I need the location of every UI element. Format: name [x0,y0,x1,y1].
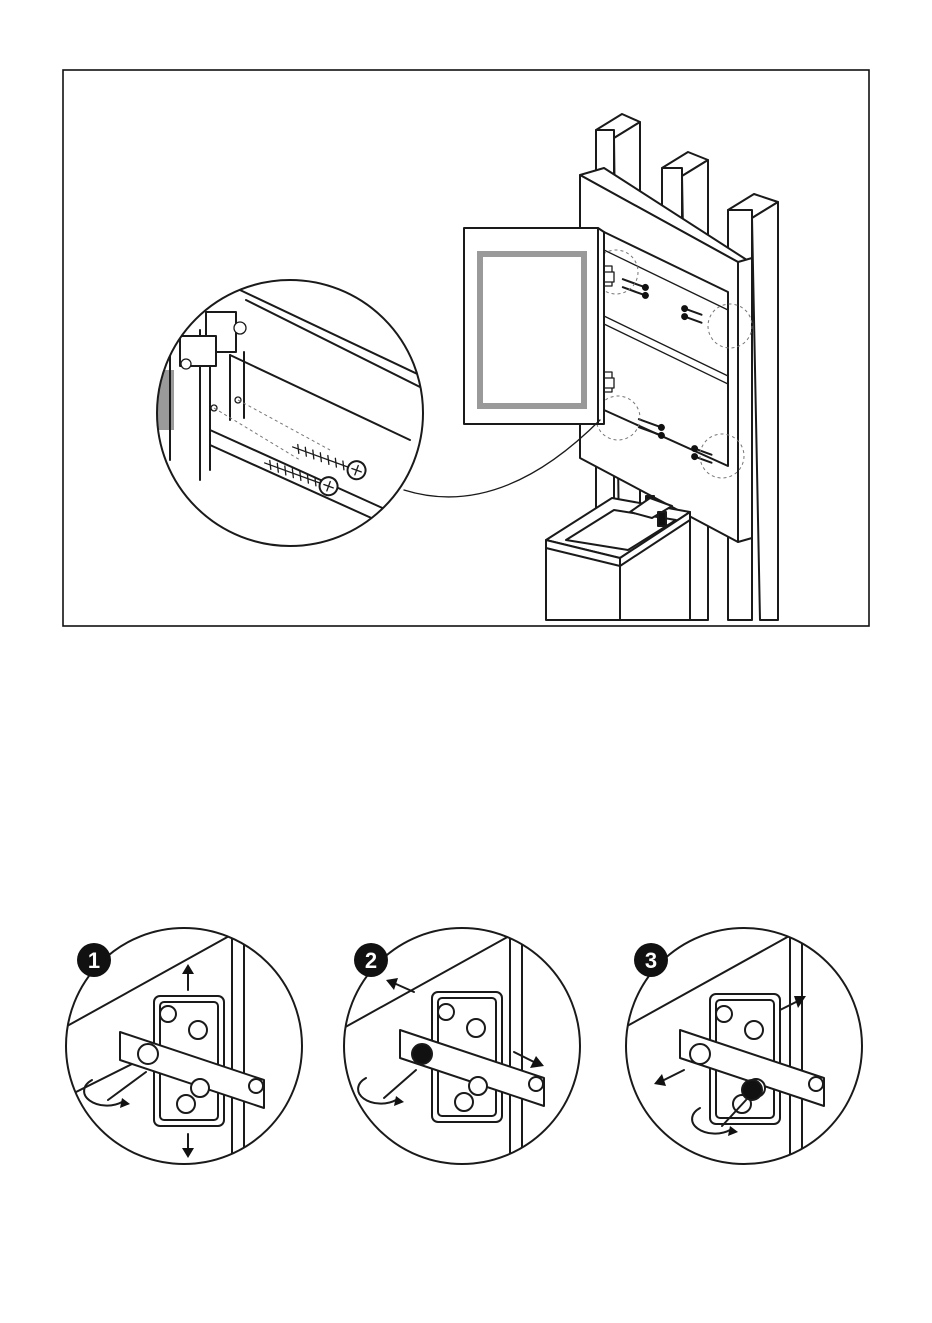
step-number-badge: 1 [77,943,111,977]
step-number: 2 [365,948,377,973]
step-number-badge: 3 [634,943,668,977]
hinge-adjustment-steps: 1 [60,928,880,1170]
step-number-badge: 2 [354,943,388,977]
step-2-panel: 2 [340,928,600,1170]
step-3-panel: 3 [620,928,880,1170]
mirror-door [464,228,604,424]
step-number: 3 [645,948,657,973]
step-number: 1 [88,948,100,973]
mounting-illustration [63,70,869,626]
step-1-panel: 1 [60,928,320,1170]
